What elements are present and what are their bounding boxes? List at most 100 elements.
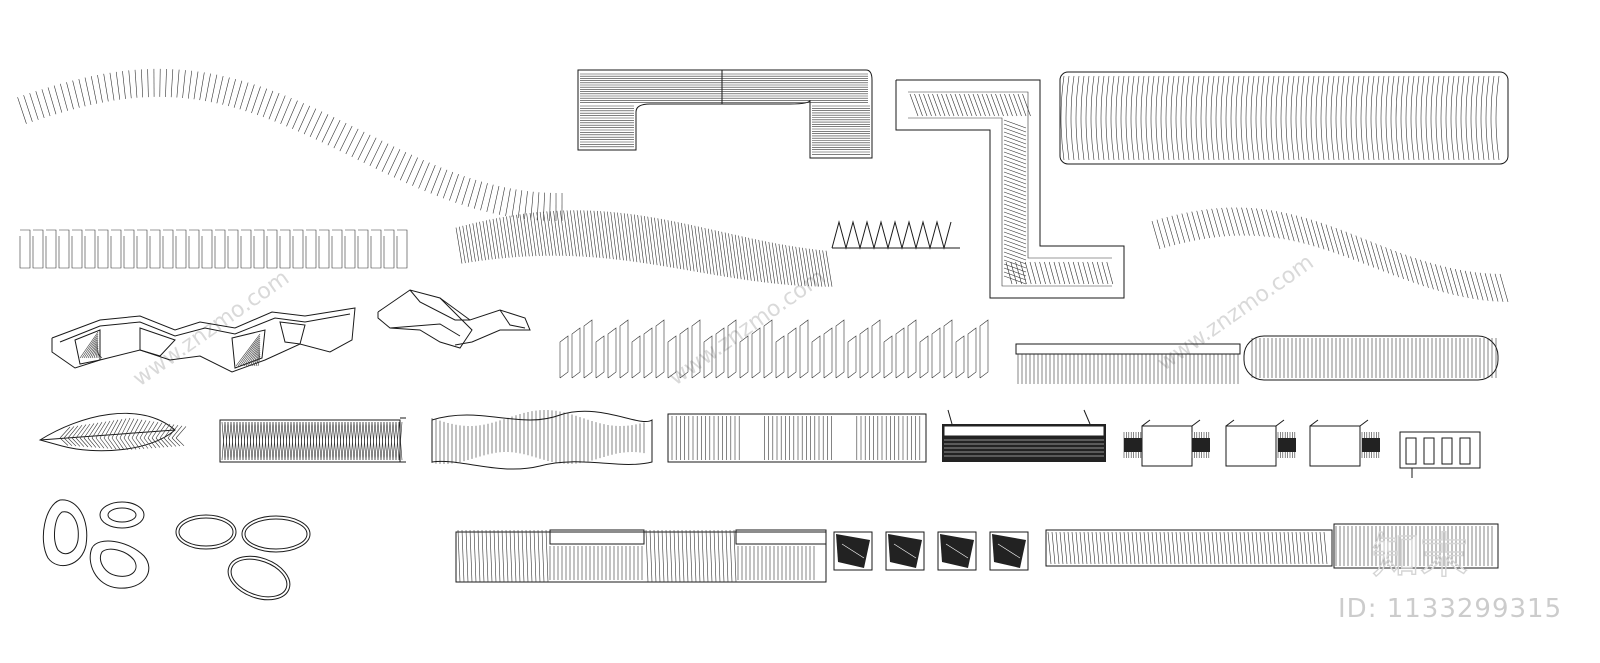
- curved-slat: [1300, 75, 1305, 161]
- slat: [1325, 224, 1335, 253]
- cube: [1141, 425, 1193, 467]
- fill-line: [83, 335, 99, 359]
- slat: [529, 212, 537, 257]
- weave: [338, 421, 343, 461]
- fill-line: [257, 355, 261, 367]
- curved-slat: [1335, 75, 1340, 161]
- mesh: [1003, 235, 1027, 245]
- leaf-vein: [111, 419, 123, 439]
- curved-slat: [1380, 75, 1385, 161]
- slat: [539, 211, 547, 256]
- slat: [610, 211, 618, 260]
- slat: [109, 72, 115, 101]
- curved-slat: [1160, 75, 1165, 161]
- slat: [1291, 531, 1296, 565]
- slat: [785, 245, 792, 286]
- slat: [1310, 219, 1320, 248]
- mesh: [1063, 261, 1070, 285]
- leaf-vein: [119, 437, 129, 451]
- mesh: [1029, 261, 1037, 285]
- curved-slat: [1445, 75, 1450, 161]
- slat: [530, 191, 534, 220]
- slat: [1330, 226, 1340, 255]
- slat: [576, 210, 584, 257]
- leaf-vein: [171, 425, 183, 439]
- slab: [895, 327, 905, 379]
- mesh: [1003, 227, 1027, 237]
- slat: [1390, 249, 1399, 278]
- s-curve-bench: [17, 68, 563, 222]
- mesh: [918, 93, 928, 117]
- weave: [323, 421, 328, 461]
- slat: [664, 219, 671, 268]
- weave: [341, 421, 346, 461]
- slat-frame: [292, 229, 304, 269]
- mesh: [1003, 231, 1027, 241]
- leaf-vein: [67, 437, 77, 447]
- slat: [461, 529, 465, 583]
- slat: [744, 237, 752, 281]
- slat: [1251, 208, 1260, 237]
- curved-slat: [1290, 75, 1295, 161]
- slat: [825, 250, 833, 287]
- fill-line: [87, 339, 99, 359]
- mesh: [1003, 263, 1027, 273]
- slat: [1323, 531, 1328, 565]
- slat: [1135, 531, 1140, 565]
- weave: [395, 421, 400, 461]
- slat: [1231, 207, 1240, 236]
- slat: [17, 97, 27, 124]
- slat: [496, 218, 503, 259]
- weave: [386, 421, 391, 461]
- slat: [511, 189, 517, 218]
- outline: [431, 410, 653, 470]
- leaf-vein: [147, 422, 159, 439]
- slat: [1219, 531, 1224, 565]
- slat: [1370, 241, 1380, 270]
- slat: [459, 226, 466, 264]
- slat: [1127, 531, 1132, 565]
- slat: [333, 122, 347, 149]
- dark-box-bench: [942, 409, 1106, 462]
- slat: [477, 529, 481, 583]
- curved-slat: [1225, 75, 1230, 161]
- slat: [1139, 531, 1144, 565]
- slat: [315, 114, 329, 140]
- curved-slat: [1195, 75, 1200, 161]
- slat: [1305, 218, 1315, 247]
- slat: [1171, 531, 1176, 565]
- weave: [317, 421, 322, 461]
- leaf-vein: [79, 437, 89, 448]
- slat: [1063, 531, 1068, 565]
- mesh: [1087, 261, 1094, 285]
- slab: [715, 327, 725, 379]
- curved-slat: [1315, 75, 1320, 161]
- curved-slat: [1210, 75, 1215, 161]
- slat: [627, 213, 634, 262]
- slat: [1315, 531, 1320, 565]
- slat: [524, 191, 528, 219]
- mesh: [1003, 199, 1027, 209]
- slat: [1303, 531, 1308, 565]
- fill-line: [97, 353, 103, 359]
- slat-frame: [253, 229, 265, 269]
- weave: [272, 421, 277, 461]
- slat: [1307, 531, 1312, 565]
- slat: [482, 220, 490, 260]
- slab: [739, 335, 749, 379]
- slat: [665, 529, 669, 583]
- slat: [603, 211, 611, 259]
- slab: [919, 335, 929, 379]
- slat-frame: [214, 229, 226, 269]
- slat: [472, 223, 480, 262]
- slat: [1181, 213, 1191, 242]
- slat: [103, 73, 109, 102]
- slat: [1259, 531, 1264, 565]
- slat: [375, 143, 389, 169]
- slat: [714, 230, 722, 277]
- slat: [1271, 531, 1276, 565]
- slat: [660, 218, 668, 267]
- weave: [227, 421, 232, 461]
- curved-slat: [1275, 75, 1280, 161]
- slat: [165, 68, 167, 97]
